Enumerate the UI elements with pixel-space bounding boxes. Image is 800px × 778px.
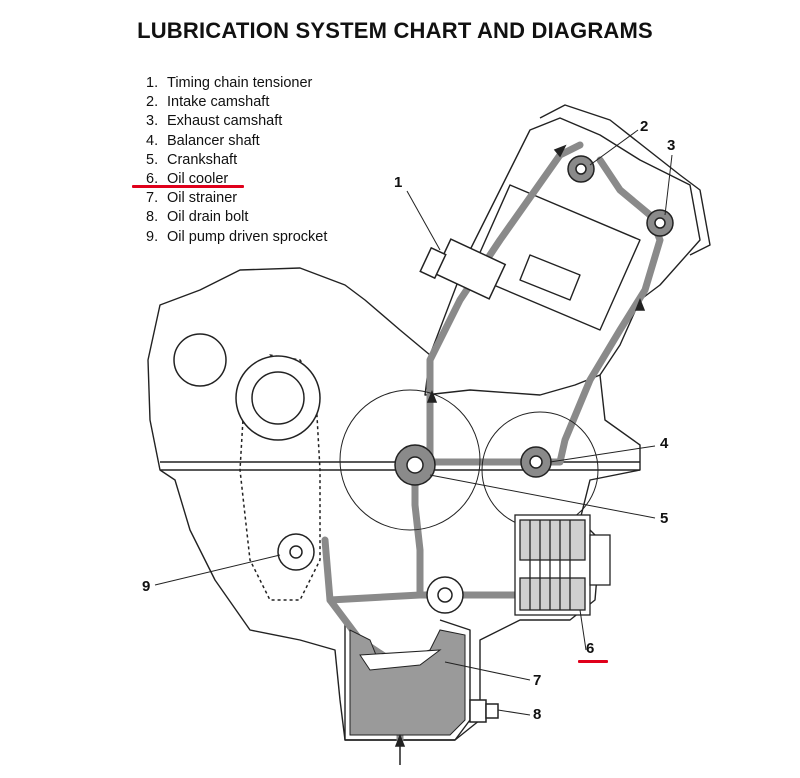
callout-4: 4 bbox=[660, 435, 669, 452]
legend-item-oil-cooler: 6.Oil cooler bbox=[146, 171, 229, 188]
oil-passages bbox=[321, 141, 664, 744]
oil-pump-driven-sprocket-icon bbox=[277, 533, 315, 571]
callout-leaders bbox=[154, 129, 673, 716]
legend-item: 7.Oil strainer bbox=[146, 190, 238, 207]
callout-5: 5 bbox=[660, 510, 669, 527]
oil-pan-outline bbox=[344, 619, 471, 741]
cylinder-head-cover bbox=[539, 104, 711, 256]
oil-cooler-icon bbox=[514, 514, 611, 616]
callout-1: 1 bbox=[394, 174, 403, 191]
callout-8: 8 bbox=[533, 706, 542, 723]
legend-item: 1.Timing chain tensioner bbox=[146, 75, 313, 91]
legend-item: 5.Crankshaft bbox=[146, 151, 238, 168]
legend-item: 9.Oil pump driven sprocket bbox=[146, 228, 328, 245]
legend-item: 4.Balancer shaft bbox=[146, 132, 260, 149]
legend-item: 2.Intake camshaft bbox=[146, 94, 270, 111]
callout-6: 6 bbox=[586, 640, 595, 657]
large-drive-gear bbox=[235, 355, 321, 441]
callout-3: 3 bbox=[667, 137, 676, 154]
timing-chain-tensioner-icon bbox=[419, 238, 507, 300]
parts-legend: 1.Timing chain tensioner 2.Intake camsha… bbox=[146, 74, 327, 247]
left-cover-gear bbox=[173, 333, 227, 387]
legend-item: 8.Oil drain bolt bbox=[146, 209, 249, 226]
oil-drain-bolt-icon bbox=[469, 699, 499, 723]
page-title: LUBRICATION SYSTEM CHART AND DIAGRAMS bbox=[137, 18, 653, 43]
cylinder-bore bbox=[469, 184, 641, 331]
callout-9: 9 bbox=[142, 578, 151, 595]
oil-pump-gear bbox=[426, 576, 464, 614]
oil-cooler-legend-underline bbox=[132, 185, 244, 188]
oil-strainer-shape bbox=[359, 649, 442, 671]
callout-7: 7 bbox=[533, 672, 542, 689]
legend-item: 3.Exhaust camshaft bbox=[146, 113, 283, 130]
oil-cooler-callout-underline bbox=[578, 660, 608, 663]
callout-2: 2 bbox=[640, 118, 649, 135]
oil-reservoir bbox=[349, 629, 466, 736]
